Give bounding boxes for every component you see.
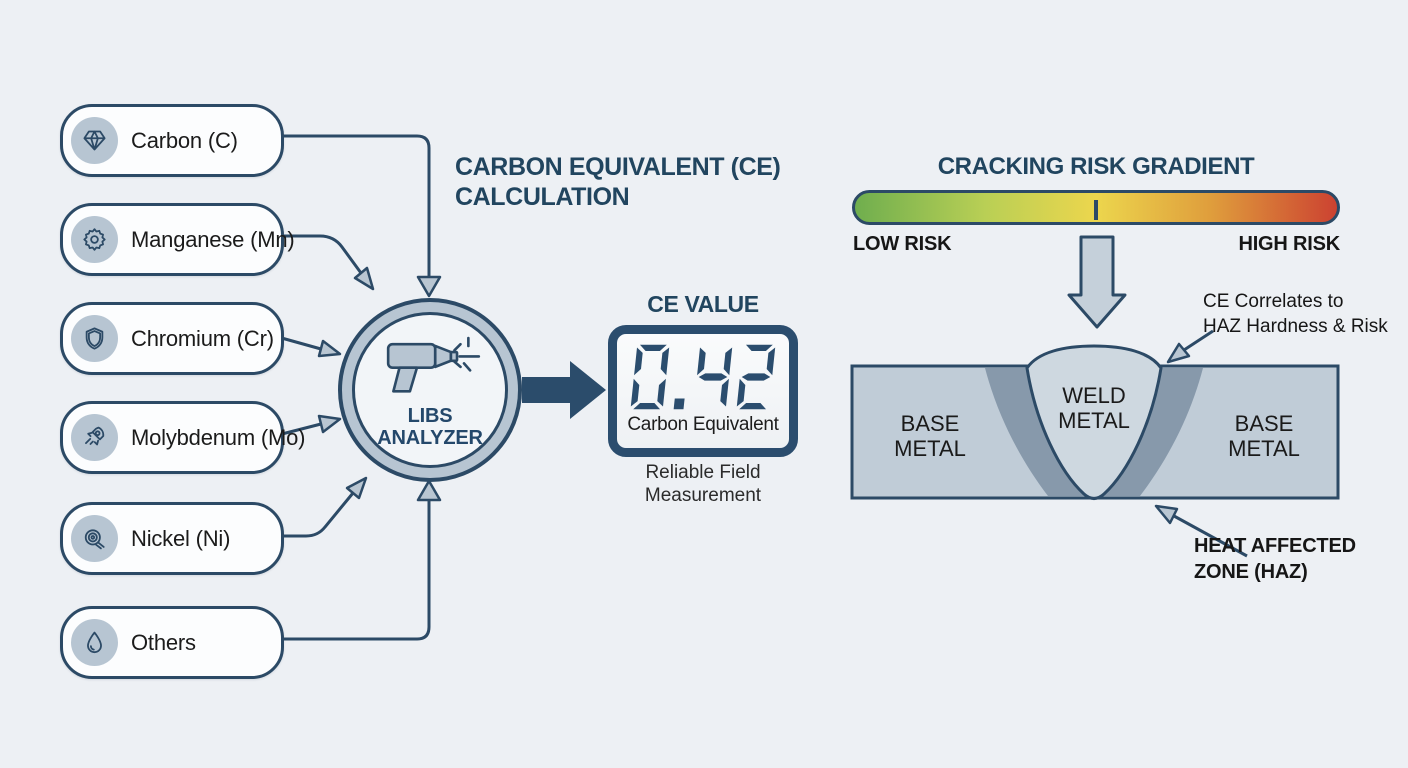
- element-label: Chromium (Cr): [131, 325, 274, 351]
- element-box-others: Others: [60, 606, 284, 679]
- libs-analyzer-node: LIBS ANALYZER: [338, 298, 522, 482]
- page-title-line2: CALCULATION: [455, 183, 630, 211]
- base-metal-right-label: METAL: [1228, 436, 1300, 461]
- page-title: CARBON EQUIVALENT (CE) CALCULATION: [455, 152, 781, 212]
- risk-gradient-title: CRACKING RISK GRADIENT: [937, 153, 1255, 180]
- ce-value-heading: CE VALUE: [647, 291, 759, 317]
- seven-segment-value: [628, 343, 777, 411]
- coil-icon: [71, 515, 118, 562]
- haz-band-left: [985, 368, 1092, 496]
- weld-metal-label: METAL: [1058, 408, 1130, 433]
- ce-caption-line1: Reliable Field: [645, 462, 761, 483]
- analyzer-label-line2: ANALYZER: [377, 426, 483, 449]
- arrowhead-annotation-haz: [1154, 504, 1179, 525]
- haz-annotation: HEAT AFFECTED ZONE (HAZ): [1194, 533, 1356, 585]
- connector-nickel: [278, 492, 355, 538]
- libs-analyzer-inner: LIBS ANALYZER: [352, 312, 508, 468]
- haz-band-right: [1096, 368, 1203, 496]
- arrowhead-nickel: [345, 476, 368, 500]
- arrowhead-chromium: [317, 339, 342, 358]
- haz-annotation-line2: ZONE (HAZ): [1194, 561, 1308, 583]
- element-box-molybdenum: Molybdenum (Mo): [60, 401, 305, 474]
- down-block-arrow: [1067, 235, 1127, 329]
- arrowhead-manganese: [353, 266, 375, 291]
- rocket-icon: [71, 414, 118, 461]
- weld-metal-shape: [1025, 344, 1163, 500]
- page-title-line1: CARBON EQUIVALENT (CE): [455, 153, 781, 181]
- base-metal-slab: [850, 364, 1340, 500]
- arrowhead-others: [416, 479, 442, 502]
- ce-value-label: Carbon Equivalent: [627, 414, 779, 435]
- element-label: Manganese (Mn): [131, 226, 295, 252]
- element-label: Molybdenum (Mo): [131, 424, 306, 450]
- ce-correlation-line1: CE Correlates to: [1203, 291, 1344, 312]
- libs-gun-icon: [376, 332, 484, 405]
- risk-marker-tick: [1094, 200, 1098, 220]
- element-box-carbon: Carbon (C): [60, 104, 284, 177]
- element-label: Carbon (C): [131, 127, 238, 153]
- gear-icon: [71, 216, 118, 263]
- connector-chromium: [277, 335, 322, 351]
- analyzer-label-line1: LIBS: [407, 404, 453, 427]
- element-box-chromium: Chromium (Cr): [60, 302, 284, 375]
- arrowhead-molybdenum: [317, 414, 342, 434]
- ce-value-display: Carbon Equivalent: [608, 325, 798, 457]
- element-label: Others: [131, 629, 196, 655]
- droplet-icon: [71, 619, 118, 666]
- arrowhead-carbon: [416, 275, 442, 298]
- connector-carbon: [278, 134, 431, 276]
- flow-arrow: [522, 361, 606, 419]
- ce-caption: Reliable Field Measurement: [596, 461, 810, 507]
- element-box-nickel: Nickel (Ni): [60, 502, 284, 575]
- ce-caption-line2: Measurement: [644, 485, 762, 506]
- arrowhead-annotation-ce: [1166, 342, 1191, 364]
- base-metal-left-label: BASE: [901, 411, 960, 436]
- base-metal-right-label: BASE: [1235, 411, 1294, 436]
- ce-correlation-line2: HAZ Hardness & Risk: [1203, 316, 1388, 337]
- risk-gradient-bar: [852, 190, 1340, 225]
- haz-annotation-line1: HEAT AFFECTED: [1194, 535, 1356, 557]
- ce-correlation-annotation: CE Correlates to HAZ Hardness & Risk: [1203, 289, 1388, 339]
- base-metal-left-label: METAL: [894, 436, 966, 461]
- element-box-manganese: Manganese (Mn): [60, 203, 295, 276]
- weld-metal-label: WELD: [1062, 383, 1126, 408]
- high-risk-label: HIGH RISK: [1238, 233, 1340, 255]
- connector-others: [278, 500, 431, 641]
- low-risk-label: LOW RISK: [853, 233, 952, 255]
- diamond-icon: [71, 117, 118, 164]
- element-label: Nickel (Ni): [131, 525, 231, 551]
- shield-icon: [71, 315, 118, 362]
